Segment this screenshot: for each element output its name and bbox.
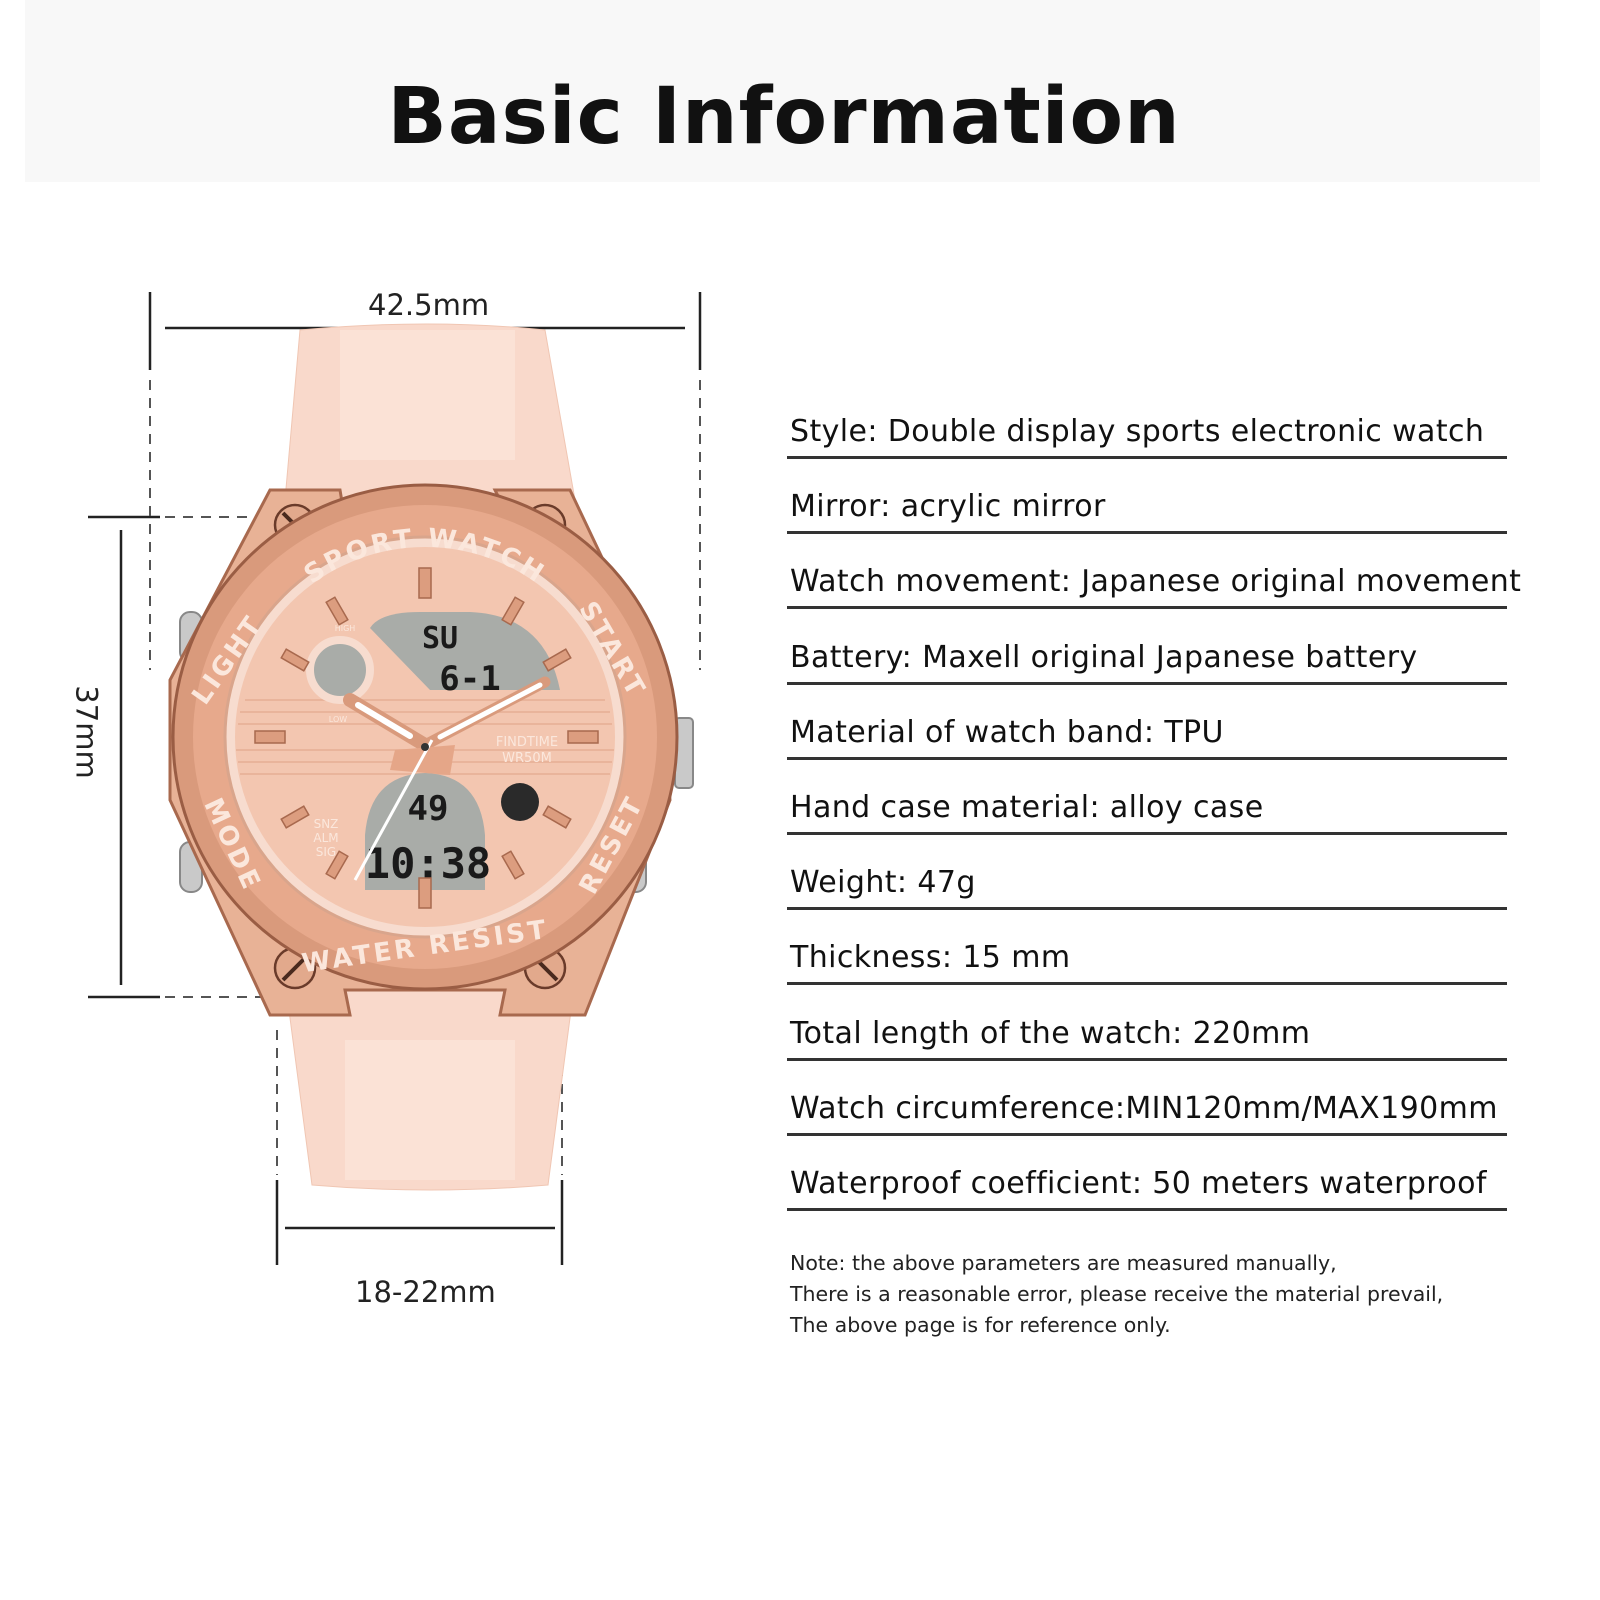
spec-thickness: Thickness: 15 mm bbox=[790, 940, 1071, 976]
spec-waterproof: Waterproof coefficient: 50 meters waterp… bbox=[790, 1165, 1487, 1201]
spec-style: Style: Double display sports electronic … bbox=[790, 414, 1485, 449]
spec-item: Waterproof coefficient: 50 meters waterp… bbox=[787, 1162, 1507, 1237]
spec-battery: Battery: Maxell original Japanese batter… bbox=[790, 639, 1418, 675]
case-height-label: 37mm bbox=[69, 685, 104, 779]
spec-band-material: Material of watch band: TPU bbox=[790, 714, 1224, 750]
header-band bbox=[25, 0, 1540, 182]
spec-weight: Weight: 47g bbox=[790, 865, 976, 901]
lcd-date: 6-1 bbox=[439, 659, 500, 699]
alm-label: ALM bbox=[313, 831, 338, 845]
spec-item: Total length of the watch: 220mm bbox=[787, 1012, 1507, 1087]
spec-item: Battery: Maxell original Japanese batter… bbox=[787, 636, 1507, 711]
spec-item: Mirror: acrylic mirror bbox=[787, 485, 1507, 560]
spec-list: Style: Double display sports electronic … bbox=[787, 410, 1521, 1237]
spec-item: Weight: 47g bbox=[787, 861, 1507, 936]
note-line: The above page is for reference only. bbox=[790, 1313, 1171, 1337]
case-width-label: 42.5mm bbox=[368, 288, 490, 322]
sig-label: SIG bbox=[316, 845, 336, 859]
spec-circumference: Watch circumference:MIN120mm/MAX190mm bbox=[790, 1090, 1498, 1126]
spec-item: Style: Double display sports electronic … bbox=[787, 410, 1507, 485]
snz-label: SNZ bbox=[314, 817, 339, 831]
disclaimer-note: Note: the above parameters are measured … bbox=[790, 1248, 1443, 1341]
spec-movement: Watch movement: Japanese original moveme… bbox=[790, 564, 1522, 600]
lcd-seconds: 49 bbox=[408, 789, 449, 829]
page-title: Basic Information bbox=[387, 72, 1181, 162]
water-rating-label: WR50M bbox=[502, 751, 552, 766]
spec-item: Hand case material: alloy case bbox=[787, 786, 1507, 861]
lcd-day: SU bbox=[422, 621, 458, 656]
note-line: There is a reasonable error, please rece… bbox=[790, 1282, 1444, 1306]
spec-item: Watch movement: Japanese original moveme… bbox=[787, 560, 1521, 635]
spec-item: Material of watch band: TPU bbox=[787, 711, 1507, 786]
lcd-lower bbox=[365, 773, 485, 890]
high-label: HIGH bbox=[335, 624, 356, 633]
lcd-upper bbox=[370, 612, 560, 690]
note-line: Note: the above parameters are measured … bbox=[790, 1251, 1337, 1275]
subdial-lcd bbox=[306, 636, 374, 704]
spec-item: Watch circumference:MIN120mm/MAX190mm bbox=[787, 1087, 1507, 1162]
watch-strap bbox=[284, 323, 576, 1191]
spec-mirror: Mirror: acrylic mirror bbox=[790, 489, 1106, 525]
spec-total-length: Total length of the watch: 220mm bbox=[790, 1015, 1311, 1051]
spec-case-material: Hand case material: alloy case bbox=[790, 789, 1264, 825]
hour-markers bbox=[254, 567, 599, 909]
watch-hands bbox=[343, 676, 551, 881]
band-width-label: 18-22mm bbox=[355, 1275, 496, 1309]
low-label: LOW bbox=[329, 715, 347, 724]
globe-icon bbox=[501, 783, 539, 821]
spec-item: Thickness: 15 mm bbox=[787, 936, 1507, 1011]
brand-label: FINDTIME bbox=[496, 735, 558, 750]
